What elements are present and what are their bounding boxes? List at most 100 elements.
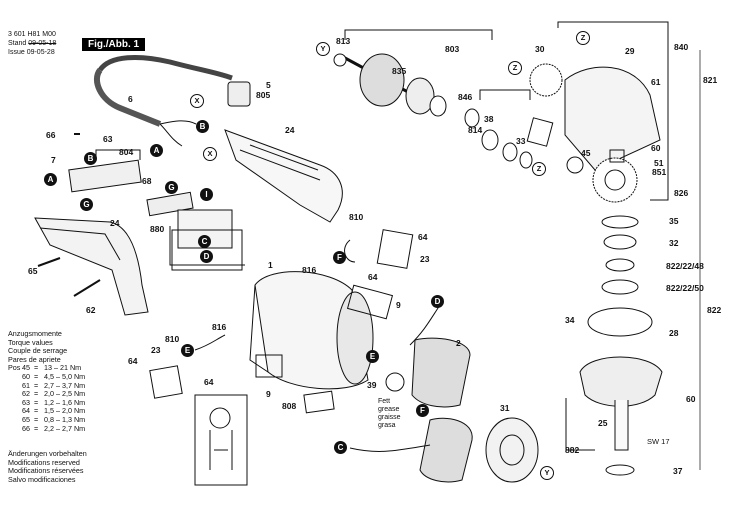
torque-value: 2,2 – 2,7 Nm: [44, 423, 86, 433]
bearing-flange: [579, 356, 663, 407]
issue-row: Issue 09-05-28: [8, 48, 56, 57]
stand-row: Stand 09-05-18: [8, 39, 56, 48]
torque-pos: 61: [22, 380, 30, 390]
torque-pos: 63: [22, 397, 30, 407]
part-number-p38: 38: [484, 114, 494, 124]
part-number-p34: 34: [565, 315, 575, 325]
plug: [227, 81, 251, 107]
connector-marker-cZ1: Z: [508, 61, 522, 75]
bevel-gear: [592, 157, 638, 203]
part-number-p66: 66: [46, 130, 56, 140]
footer-line: Modifications réservées: [8, 466, 84, 476]
part-number-p813: 813: [336, 36, 351, 46]
connector-marker-cX1: X: [190, 94, 204, 108]
wiring-inset: [194, 394, 248, 486]
torque-value: 13 – 21 Nm: [44, 363, 82, 373]
part-number-p51: 51: [654, 158, 664, 168]
connector-marker-cA2: A: [44, 173, 57, 186]
footer-line: Modifications reserved: [8, 457, 80, 467]
front-cover: [485, 417, 539, 483]
connector-marker-cE2: E: [181, 344, 194, 357]
part-number-p840: 840: [674, 42, 689, 52]
connector-marker-cB1: B: [196, 120, 209, 133]
part-number-p64a: 64: [418, 232, 428, 242]
part-number-p45: 45: [581, 148, 591, 158]
part-number-p68: 68: [142, 176, 152, 186]
connector-marker-cC1: C: [198, 235, 211, 248]
part-number-p60a: 60: [651, 143, 661, 153]
document-header: 3 601 H81 M00 Stand 09-05-18 Issue 09-05…: [8, 30, 56, 57]
part-number-p835: 835: [392, 66, 407, 76]
stand-label: Stand: [8, 40, 27, 47]
part-number-p6: 6: [128, 94, 133, 104]
part-number-p33: 33: [516, 136, 526, 146]
torque-value: 2,0 – 2,5 Nm: [44, 389, 86, 399]
protection-ring: [587, 307, 653, 337]
connector-marker-cZ2: Z: [532, 162, 546, 176]
part-number-p37: 37: [673, 466, 683, 476]
part-number-p822: 822: [707, 305, 722, 315]
field-coil: [411, 337, 471, 408]
gear-housing: [564, 66, 661, 171]
part-number-p816a: 816: [302, 265, 317, 275]
connector-marker-cX2: X: [203, 147, 217, 161]
connector-marker-cG2: G: [165, 181, 178, 194]
torque-pos: 65: [22, 414, 30, 424]
part-number-p808: 808: [282, 401, 297, 411]
part-number-p39: 39: [367, 380, 377, 390]
torque-title-fr: Couple de serrage: [8, 346, 68, 356]
torque-pos: 60: [22, 371, 30, 381]
footer-notes: Änderungen vorbehalten Modifications res…: [8, 449, 87, 484]
wrench-size-label: SW 17: [647, 437, 670, 446]
footer-line: Änderungen vorbehalten: [8, 449, 87, 458]
issue-label: Issue: [8, 49, 25, 56]
part-number-p1: 1: [268, 260, 273, 270]
part-number-p32: 32: [669, 238, 679, 248]
torque-row: 66=2,2 – 2,7 Nm: [22, 423, 86, 433]
part-number-p30: 30: [535, 44, 545, 54]
figure-label: Fig./Abb. 1: [82, 38, 146, 51]
part-number-p24b: 24: [110, 218, 120, 228]
switch: [68, 159, 142, 193]
connector-marker-cY1: Y: [316, 42, 330, 56]
part-number-p810a: 810: [349, 212, 364, 222]
torque-row: 63=1,2 – 1,6 Nm: [22, 397, 86, 407]
torque-row: 65=0,8 – 1,3 Nm: [22, 414, 86, 424]
grease-line: grease: [378, 406, 400, 413]
connector-marker-cF2: F: [416, 404, 429, 417]
torque-row: 61=2,7 – 3,7 Nm: [22, 380, 86, 390]
grease-line: graisse: [378, 414, 401, 421]
part-number-p804: 804: [119, 147, 134, 157]
torque-pos: 66: [22, 423, 30, 433]
spindle: [614, 400, 629, 451]
torque-pos: 62: [22, 389, 30, 399]
part-number-p9a: 9: [396, 300, 401, 310]
torque-pos: 45: [22, 363, 30, 373]
part-number-p826: 826: [674, 188, 689, 198]
torque-title-es: Pares de apriete: [8, 354, 61, 364]
part-number-p29: 29: [625, 46, 635, 56]
part-number-p62: 62: [86, 305, 96, 315]
torque-row: 60=4,5 – 5,0 Nm: [22, 371, 86, 381]
torque-row: 64=1,5 – 2,0 Nm: [22, 406, 86, 416]
stand-date: 09-05-18: [28, 40, 57, 47]
part-number-p882: 882: [565, 445, 580, 455]
issue-date: 09-05-28: [26, 49, 55, 56]
part-number-p803: 803: [445, 44, 460, 54]
connector-marker-cD1: D: [200, 250, 213, 263]
part-number-p7: 7: [51, 155, 56, 165]
connector-marker-cI: I: [200, 188, 213, 201]
part-number-p814: 814: [468, 125, 483, 135]
torque-pos: 64: [22, 406, 30, 416]
torque-title-de: Anzugsmomente: [8, 329, 62, 338]
torque-pos-label: Pos: [8, 363, 21, 373]
part-number-p25: 25: [598, 418, 608, 428]
part-number-p28: 28: [669, 328, 679, 338]
part-number-p816b: 816: [212, 322, 227, 332]
part-number-p821: 821: [703, 75, 718, 85]
part-number-p64d: 64: [204, 377, 214, 387]
part-number-p846: 846: [458, 92, 473, 102]
armature: [359, 53, 405, 107]
